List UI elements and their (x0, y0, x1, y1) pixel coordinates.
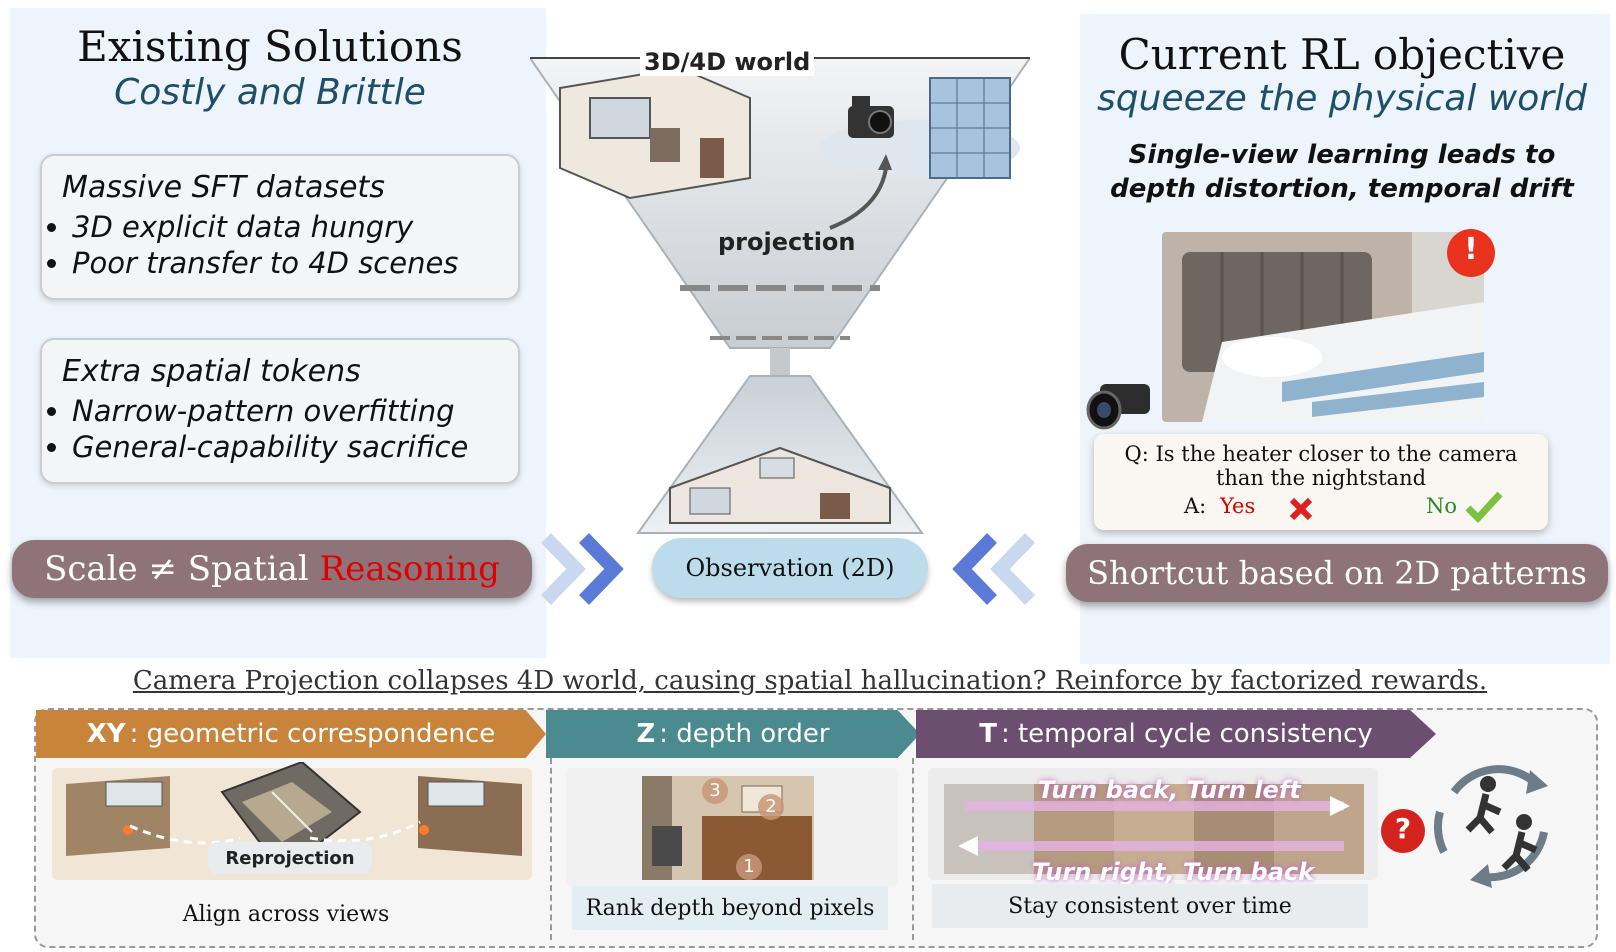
question-glyph: ? (1394, 812, 1412, 845)
check-icon (1465, 491, 1503, 524)
divider-1 (550, 758, 552, 940)
xy-banner: XY: geometric correspondence (36, 710, 546, 758)
pill-highlight: Reasoning (319, 549, 500, 589)
tokens-item-2: General-capability sacrifice (72, 429, 518, 465)
existing-solutions-subtitle: Costly and Brittle (114, 72, 426, 113)
rank-badge-3 (702, 778, 728, 804)
t-bottom-text: Turn right, Turn back (1032, 858, 1315, 886)
question-line-2: than the nightstand (1215, 466, 1427, 490)
scale-not-reasoning-pill: Scale ≠ Spatial Reasoning (12, 540, 532, 598)
warning-icon (1447, 229, 1495, 277)
camera-icon (848, 96, 894, 138)
xy-key: XY (86, 719, 126, 749)
answer-right: No (1426, 494, 1458, 518)
question-line-1: Q: Is the heater closer to the camera (1124, 442, 1518, 466)
chevron-right-icon (540, 533, 624, 605)
shortcut-2d-pill: Shortcut based on 2D patterns (1066, 544, 1608, 602)
answer-wrong: Yes (1220, 494, 1256, 518)
bedroom-photo (1162, 232, 1484, 422)
hourglass-illustration (530, 57, 1030, 534)
existing-solutions-title: Existing Solutions (77, 22, 463, 71)
projection-label: projection (718, 228, 856, 256)
z-key: Z (636, 719, 656, 749)
z-banner: Z: depth order (546, 710, 920, 758)
sft-datasets-heading: Massive SFT datasets (62, 170, 385, 205)
rank-badge-1 (736, 854, 762, 880)
t-caption-bg (932, 884, 1368, 928)
video-camera-icon (1086, 384, 1150, 430)
question-icon (1381, 809, 1425, 853)
z-caption: Rank depth beyond pixels (585, 896, 875, 921)
z-label: : depth order (659, 719, 830, 749)
cross-icon (1289, 497, 1313, 521)
t-top-text: Turn back, Turn left (1038, 776, 1301, 804)
rank-badge-2 (758, 794, 784, 820)
warning-glyph: ! (1464, 232, 1478, 267)
room-illustration-bottom (669, 446, 891, 524)
cycle-runner-icon (1434, 765, 1548, 888)
reprojection-tag: Reprojection (208, 842, 372, 874)
divider-2 (912, 758, 914, 940)
answer-prefix: A: (1184, 494, 1207, 518)
spatial-tokens-card: Extra spatial tokens Narrow-pattern over… (40, 338, 520, 484)
frame-sequence (944, 784, 1364, 874)
reprojection-arrows (129, 820, 421, 845)
t-banner: T: temporal cycle consistency (916, 710, 1436, 758)
t-label: : temporal cycle consistency (1000, 719, 1373, 749)
t-key: T (979, 719, 997, 749)
rank-label-3: 3 (709, 780, 721, 801)
rl-objective-title: Current RL objective (1118, 30, 1566, 79)
observation-pill: Observation (2D) (652, 538, 928, 598)
view-photo-right (418, 776, 522, 856)
statement-line-1: Single-view learning leads to (1128, 140, 1556, 170)
statement-line-2: depth distortion, temporal drift (1110, 174, 1574, 204)
pill-prefix: Scale ≠ Spatial (44, 549, 320, 589)
main-caption: Camera Projection collapses 4D world, ca… (132, 666, 1488, 696)
spatial-tokens-heading: Extra spatial tokens (62, 354, 361, 389)
z-caption-bg (572, 886, 888, 930)
tokens-item-1: Narrow-pattern overfitting (72, 393, 518, 429)
world-label: 3D/4D world (640, 48, 815, 76)
room-illustration-top-left (559, 66, 751, 200)
sft-item-2: Poor transfer to 4D scenes (72, 245, 518, 281)
xy-caption: Align across views (182, 902, 390, 927)
qa-card: Q: Is the heater closer to the camera th… (1094, 434, 1548, 530)
chevron-left-icon (952, 533, 1036, 605)
rank-label-1: 1 (743, 856, 755, 877)
xy-label: : geometric correspondence (129, 719, 496, 749)
rank-label-2: 2 (765, 796, 777, 817)
rl-objective-subtitle: squeeze the physical world (1097, 78, 1587, 119)
sft-item-1: 3D explicit data hungry (72, 209, 518, 245)
sft-datasets-card: Massive SFT datasets 3D explicit data hu… (40, 154, 520, 300)
view-photo-left (66, 776, 170, 856)
t-caption: Stay consistent over time (1008, 894, 1292, 919)
